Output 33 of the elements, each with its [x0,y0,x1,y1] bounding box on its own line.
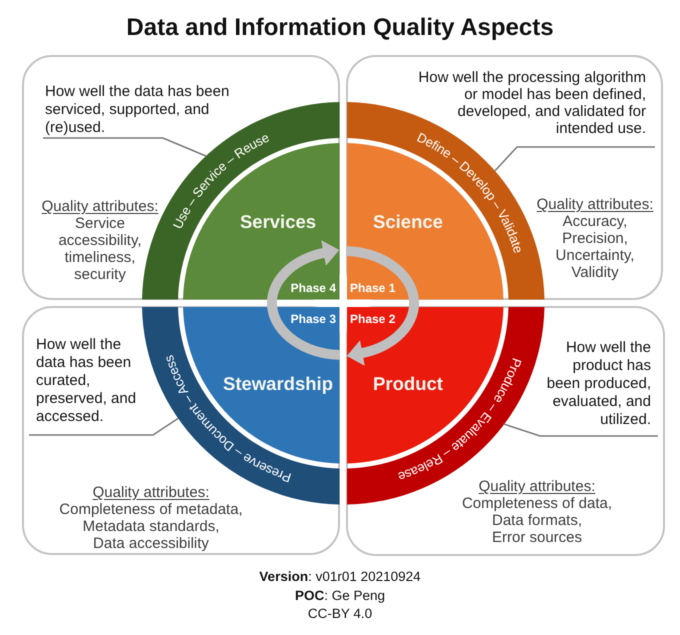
quadrant-title: Science [373,211,443,233]
info-card [346,306,665,556]
attributes-list: Service accessibility, timeliness, security [40,215,160,283]
info-card [22,55,340,300]
attributes-heading: Quality attributes: [478,478,596,495]
phase-label: Phase 2 [350,312,396,326]
phase-label: Phase 4 [290,280,336,294]
description-text: How well the product has been produced, evaluated, and utilized. [546,339,651,429]
description-text: How well the data has been curated, preserved, and accessed. [36,336,138,426]
info-card [22,306,340,555]
attributes-list: Accuracy, Precision, Uncertainty, Validity [556,213,634,281]
attributes-list: Completeness of metadata, Metadata standards, Data accessibility [59,501,243,552]
quadrant-title: Stewardship [223,373,333,395]
phase-label: Phase 3 [290,312,336,326]
description-text: How well the data has been serviced, supported, and (re)used. [45,83,230,137]
leader-line [503,423,658,437]
diagram-title: Data and Information Quality Aspects [126,13,554,43]
quadrant-title: Services [240,211,316,233]
footer-note: CC-BY 4.0 [308,605,372,623]
leader-line [494,146,655,172]
phase-label: Phase 1 [350,280,396,294]
leader-line [29,418,179,436]
footer-note: Version: v01r01 20210924 [259,568,421,586]
attributes-heading: Quality attributes: [92,484,210,501]
footer-note: POC: Ge Peng [294,586,386,605]
leader-line [43,137,206,157]
attributes-heading: Quality attributes: [42,198,158,215]
attributes-list: Completeness of data, Data formats, Error sources [462,495,612,546]
attributes-heading: Quality attributes: [536,196,654,213]
cycle-arrow [346,246,419,366]
info-card [346,55,663,300]
cycle-arrow [267,240,340,360]
quadrant-title: Product [373,373,443,395]
